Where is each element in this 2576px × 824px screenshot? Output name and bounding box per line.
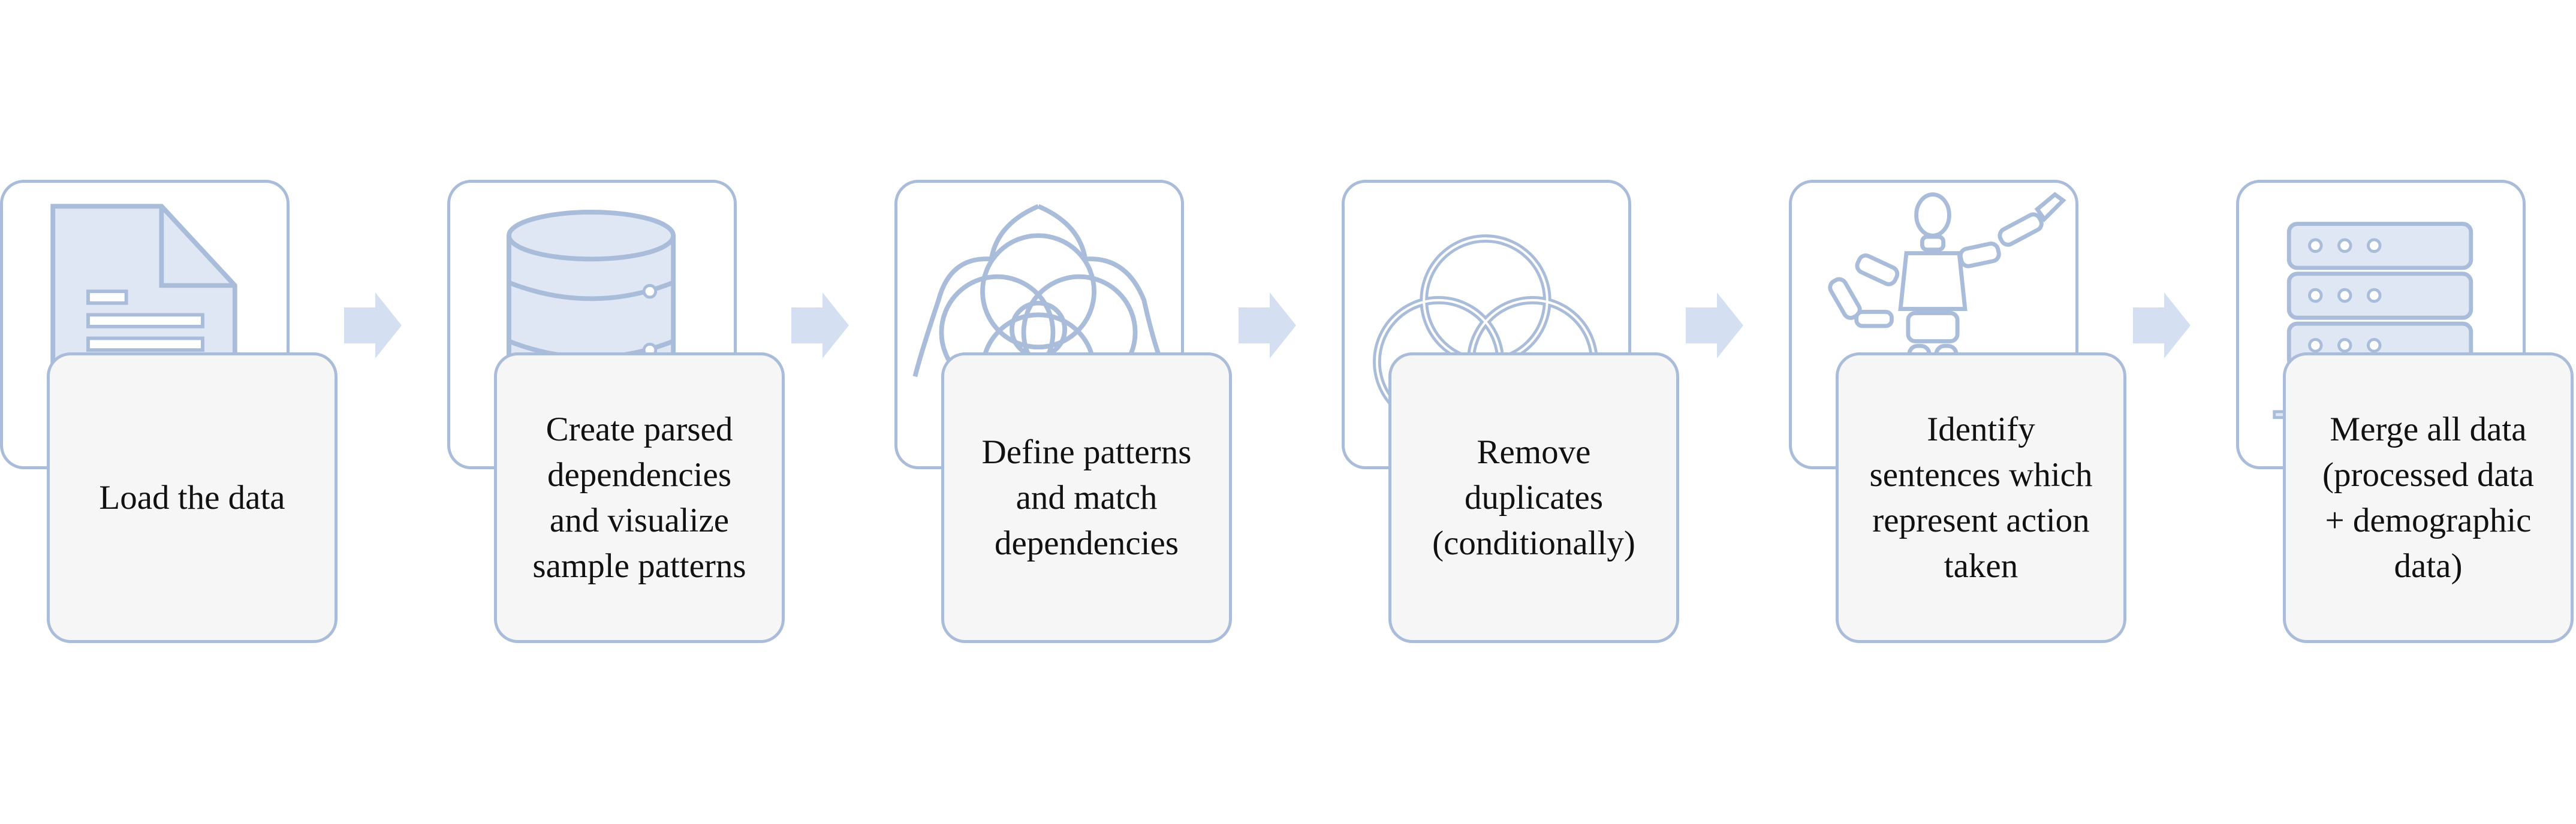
step-label-box: Merge all data (processed data + demogra… — [2283, 352, 2574, 643]
step-label: Define patterns and match dependencies — [981, 433, 1192, 562]
step-label: Identify sentences which represent actio… — [1869, 410, 2093, 585]
step-label: Merge all data (processed data + demogra… — [2322, 410, 2534, 585]
step-label-box: Remove duplicates (conditionally) — [1388, 352, 1679, 643]
step-label: Remove duplicates (conditionally) — [1432, 433, 1635, 562]
step-remove-duplicates: Remove duplicates (conditionally) — [1342, 0, 1713, 824]
step-merge-data: Merge all data (processed data + demogra… — [2236, 0, 2576, 824]
step-define-patterns: Define patterns and match dependencies — [894, 0, 1266, 824]
step-load-data: Load the data — [0, 0, 372, 824]
step-label: Create parsed dependencies and visualize… — [532, 410, 746, 585]
arrow-right-icon — [1239, 292, 1296, 358]
arrow-right-icon — [1686, 292, 1743, 358]
step-create-dependencies: Create parsed dependencies and visualize… — [447, 0, 819, 824]
step-label-box: Define patterns and match dependencies — [941, 352, 1232, 643]
arrow-right-icon — [791, 292, 849, 358]
step-label-box: Identify sentences which represent actio… — [1836, 352, 2126, 643]
arrow-right-icon — [2133, 292, 2191, 358]
step-label-box: Load the data — [47, 352, 338, 643]
step-label: Load the data — [99, 478, 285, 517]
arrow-right-icon — [344, 292, 402, 358]
step-identify-sentences: Identify sentences which represent actio… — [1789, 0, 2161, 824]
step-label-box: Create parsed dependencies and visualize… — [494, 352, 785, 643]
